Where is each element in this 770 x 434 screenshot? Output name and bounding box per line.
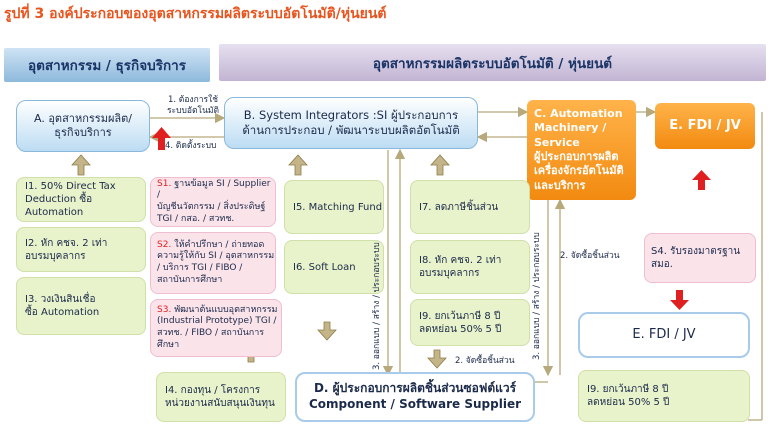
incentive-i5: I5. Matching Fund — [284, 180, 384, 234]
band-automation: อุตสาหกรรมผลิตระบบอัตโนมัติ / หุ่นยนต์ — [219, 44, 766, 81]
flow-label-2-bottom: 2. จัดซื้อชิ้นส่วน — [455, 356, 515, 366]
incentive-i8: I8. หัก คชจ. 2 เท่า อบรมบุคลากร — [410, 240, 530, 294]
support-s3: S3. พัฒนาต้นแบบอุตสาหกรรม (Industrial Pr… — [150, 299, 282, 357]
incentive-i3: I3. วงเงินสินเชื่อ ซื้อ Automation — [16, 277, 146, 335]
figure-title: รูปที่ 3 องค์ประกอบของอุตสาหกรรมผลิตระบบ… — [4, 6, 387, 22]
support-s2-code: S2. — [157, 239, 172, 250]
incentive-i7: I7. ลดภาษีชิ้นส่วน — [410, 180, 530, 234]
support-s1: S1. ฐานข้อมูล SI / Supplier / บัญชีนวัตก… — [150, 177, 276, 227]
olive-arrow-down-left — [317, 321, 337, 341]
red-arrow-up-right — [692, 170, 711, 190]
box-e-fdi-top: E. FDI / JV — [655, 103, 755, 149]
olive-arrow-a — [71, 154, 91, 176]
support-s3-text: พัฒนาต้นแบบอุตสาหกรรม (Industrial Protot… — [157, 304, 278, 350]
flow-label-4: 4. ติดตั้งระบบ — [165, 141, 217, 151]
support-s1-text: ฐานข้อมูล SI / Supplier / บัญชีนวัตกรรม … — [157, 178, 271, 224]
incentive-i9-right: I9. ยกเว้นภาษี 8 ปี ลดหย่อน 50% 5 ปี — [578, 370, 750, 422]
box-a-industry: A. อุตสาหกรรมผลิต/ ธุรกิจบริการ — [16, 100, 150, 152]
olive-arrow-b-right — [430, 154, 450, 176]
support-s2-text: ให้คำปรึกษา / ถ่ายทอด ความรู้ให้กับ SI /… — [157, 239, 275, 285]
box-e-fdi-mid: E. FDI / JV — [578, 312, 750, 358]
support-s1-code: S1. — [157, 178, 172, 189]
support-s4: S4. รับรองมาตรฐาน สมอ. — [644, 233, 756, 283]
flow-label-3-right: 3. ออกแบบ / สร้าง / ประกอบระบบ — [532, 232, 542, 360]
incentive-i2: I2. หัก คชจ. 2 เท่า อบรมบุคลากร — [16, 227, 146, 272]
olive-arrow-b-left — [288, 154, 308, 176]
box-d-component-supplier: D. ผู้ประกอบการผลิตชิ้นส่วนซอฟต์แวร์ Com… — [295, 372, 535, 422]
flow-label-1: 1. ต้องการใช้ ระบบอัตโนมัติ — [166, 95, 220, 116]
support-s2: S2. ให้คำปรึกษา / ถ่ายทอด ความรู้ให้กับ … — [150, 232, 276, 294]
incentive-i9-left: I9. ยกเว้นภาษี 8 ปี ลดหย่อน 50% 5 ปี — [410, 299, 530, 346]
olive-arrow-down-right — [427, 349, 447, 369]
incentive-i6: I6. Soft Loan — [284, 240, 384, 294]
support-s3-code: S3. — [157, 304, 172, 315]
flow-label-3-left: 3. ออกแบบ / สร้าง / ประกอบระบบ — [372, 242, 382, 370]
red-arrow-up-left — [152, 127, 171, 150]
flow-label-2-top: 2. จัดซื้อชิ้นส่วน — [560, 251, 620, 261]
red-arrow-down — [670, 290, 689, 310]
box-c-automation-machinery: C. Automation Machinery / Service ผู้ประ… — [527, 100, 636, 200]
box-b-system-integrators: B. System Integrators :SI ผู้ประกอบการ ด… — [224, 97, 478, 149]
incentive-i4: I4. กองทุน / โครงการ หน่วยงานสนับสนุนเงิ… — [156, 372, 286, 422]
band-services: อุตสาหกรรม / ธุรกิจบริการ — [4, 48, 210, 82]
incentive-i1: I1. 50% Direct Tax Deduction ซื้อ Automa… — [16, 177, 146, 222]
